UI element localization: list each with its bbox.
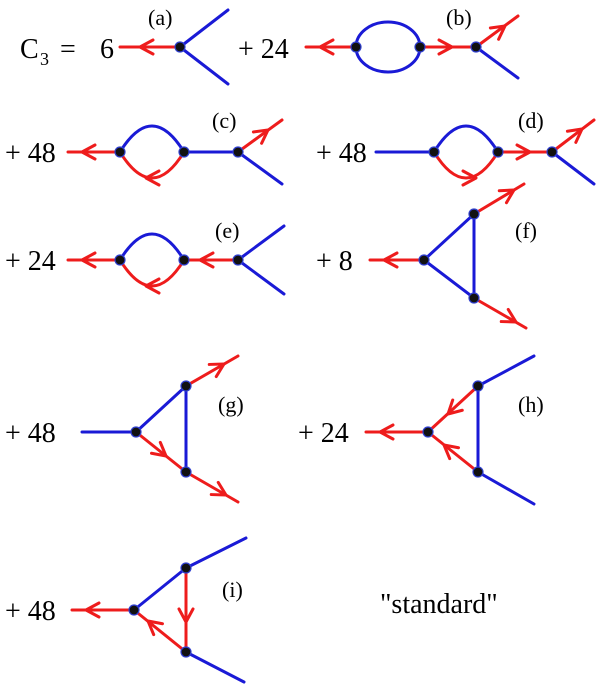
- loop-b: [354, 20, 422, 74]
- triangle-g-lower: [134, 430, 188, 474]
- vertex-b1: [350, 41, 362, 53]
- coefficient-a: 6: [100, 34, 114, 65]
- vertex-g2: [180, 380, 192, 392]
- vertex-d1: [428, 146, 440, 158]
- term-i: + 48 (i): [5, 536, 248, 684]
- vertex-d3: [546, 146, 558, 158]
- line-h-leg-down: [476, 470, 536, 506]
- coefficient-i: + 48: [5, 596, 56, 627]
- term-e: + 24 (e): [5, 218, 286, 296]
- loop-c-top: [118, 124, 186, 154]
- equation-lhs: C 3 =: [20, 34, 76, 69]
- line-b-leg-down: [474, 45, 520, 80]
- loop-d-bottom: [432, 150, 500, 180]
- vertex-i3: [180, 646, 192, 658]
- triangle-h-lower: [426, 430, 480, 474]
- vertex-c3: [232, 146, 244, 158]
- vertex-g1: [130, 426, 142, 438]
- standard-caption: "standard": [380, 589, 498, 620]
- loop-d-top: [432, 124, 500, 154]
- label-e: (e): [215, 218, 239, 243]
- vertex-e2: [178, 254, 190, 266]
- label-d: (d): [518, 108, 544, 133]
- loop-e-bottom: [118, 258, 186, 288]
- line-f-leg-up: [472, 182, 526, 216]
- line-a-leg-up: [178, 8, 230, 49]
- triangle-i-lower: [132, 608, 188, 654]
- vertex-h3: [472, 466, 484, 478]
- term-c: + 48 (c): [5, 108, 284, 187]
- vertex-h2: [472, 380, 484, 392]
- term-b: + 24 (b): [238, 5, 520, 80]
- line-a-leg-down: [178, 45, 230, 86]
- coefficient-c: + 48: [5, 138, 56, 169]
- line-c-leg-down: [236, 150, 284, 186]
- label-g: (g): [218, 392, 244, 417]
- line-g-leg-up: [184, 354, 240, 388]
- label-c: (c): [212, 108, 236, 133]
- coefficient-f: + 8: [316, 246, 353, 277]
- line-i-leg-down: [184, 650, 246, 684]
- lhs-symbol: C: [20, 34, 39, 65]
- line-d-leg-up: [550, 118, 596, 154]
- label-a: (a): [148, 5, 172, 30]
- vertex-f3: [468, 292, 480, 304]
- line-h-leg-up: [476, 354, 536, 388]
- vertex-f1: [418, 254, 430, 266]
- loop-c-bottom: [118, 150, 186, 180]
- line-d-leg-down: [550, 150, 596, 186]
- vertex-i1: [128, 604, 140, 616]
- vertex-f2: [468, 208, 480, 220]
- coefficient-h: + 24: [298, 418, 349, 449]
- vertex-e3: [232, 254, 244, 266]
- line-e-leg-up: [236, 224, 286, 262]
- vertex-h1: [422, 426, 434, 438]
- vertex-c1: [114, 146, 126, 158]
- vertex-d2: [492, 146, 504, 158]
- loop-e-top: [118, 232, 186, 262]
- vertex-a: [174, 41, 186, 53]
- triangle-h-upper: [426, 384, 480, 434]
- lhs-subscript: 3: [40, 49, 49, 69]
- label-i: (i): [222, 577, 243, 602]
- vertex-e1: [114, 254, 126, 266]
- triangle-i-upper: [132, 566, 188, 612]
- line-b-leg-up: [474, 14, 520, 49]
- label-b: (b): [446, 5, 472, 30]
- term-f: + 8 (f): [316, 182, 537, 330]
- vertex-i2: [180, 562, 192, 574]
- equals-sign: =: [60, 34, 76, 65]
- coefficient-b: + 24: [238, 34, 289, 65]
- coefficient-g: + 48: [5, 418, 56, 449]
- vertex-b2: [414, 41, 426, 53]
- line-f-leg-down: [472, 296, 528, 330]
- line-c-leg-up: [236, 118, 284, 154]
- label-f: (f): [515, 218, 537, 243]
- coefficient-e: + 24: [5, 246, 56, 277]
- term-g: + 48 (g): [5, 354, 244, 504]
- vertex-g3: [180, 466, 192, 478]
- term-d: + 48 (d): [316, 108, 596, 187]
- triangle-g-upper: [134, 384, 188, 434]
- line-i-leg-up: [184, 536, 248, 570]
- line-e-leg-down: [236, 258, 286, 296]
- label-h: (h): [518, 392, 544, 417]
- coefficient-d: + 48: [316, 138, 367, 169]
- term-a: 6 (a): [100, 5, 230, 86]
- triangle-f: [421, 210, 476, 302]
- vertex-c2: [178, 146, 190, 158]
- term-h: + 24 (h): [298, 354, 544, 506]
- vertex-b3: [470, 41, 482, 53]
- line-g-leg-down: [184, 470, 240, 504]
